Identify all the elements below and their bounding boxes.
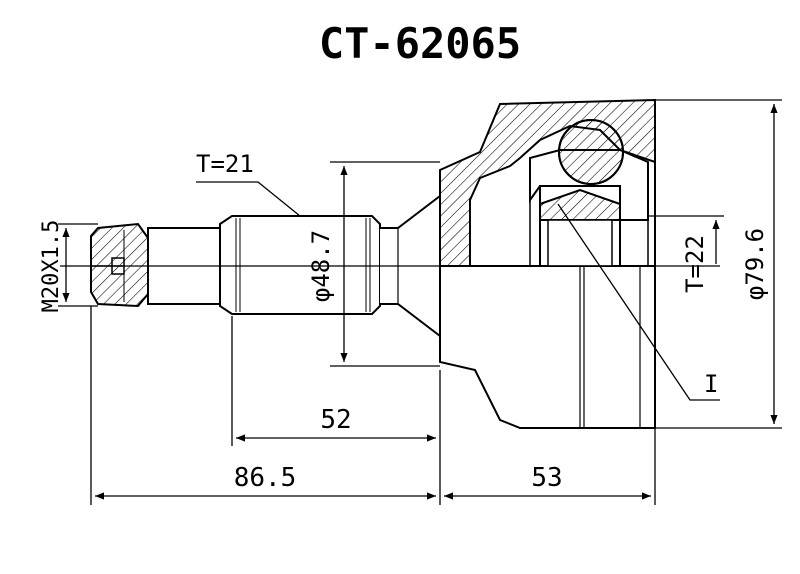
housing [439,98,656,429]
spline-inner-label: T=22 [681,235,709,293]
spline-outer-label: T=21 [196,150,254,178]
dimensions [58,99,782,505]
housing-diameter-label: φ79.6 [741,228,769,300]
dim-52-label: 52 [320,405,351,435]
dim-86-5-label: 86.5 [234,463,297,493]
spline-shaft [219,215,381,315]
threaded-end [90,222,221,308]
shaft-diameter-label: φ48.7 [307,230,335,302]
dim-53-label: 53 [531,463,562,493]
ball [558,119,624,185]
thread-label: M20X1.5 [39,220,64,313]
part-outline [90,98,656,429]
part-number-title: CT-62065 [319,19,521,68]
leader-mark-label: I [704,370,718,398]
